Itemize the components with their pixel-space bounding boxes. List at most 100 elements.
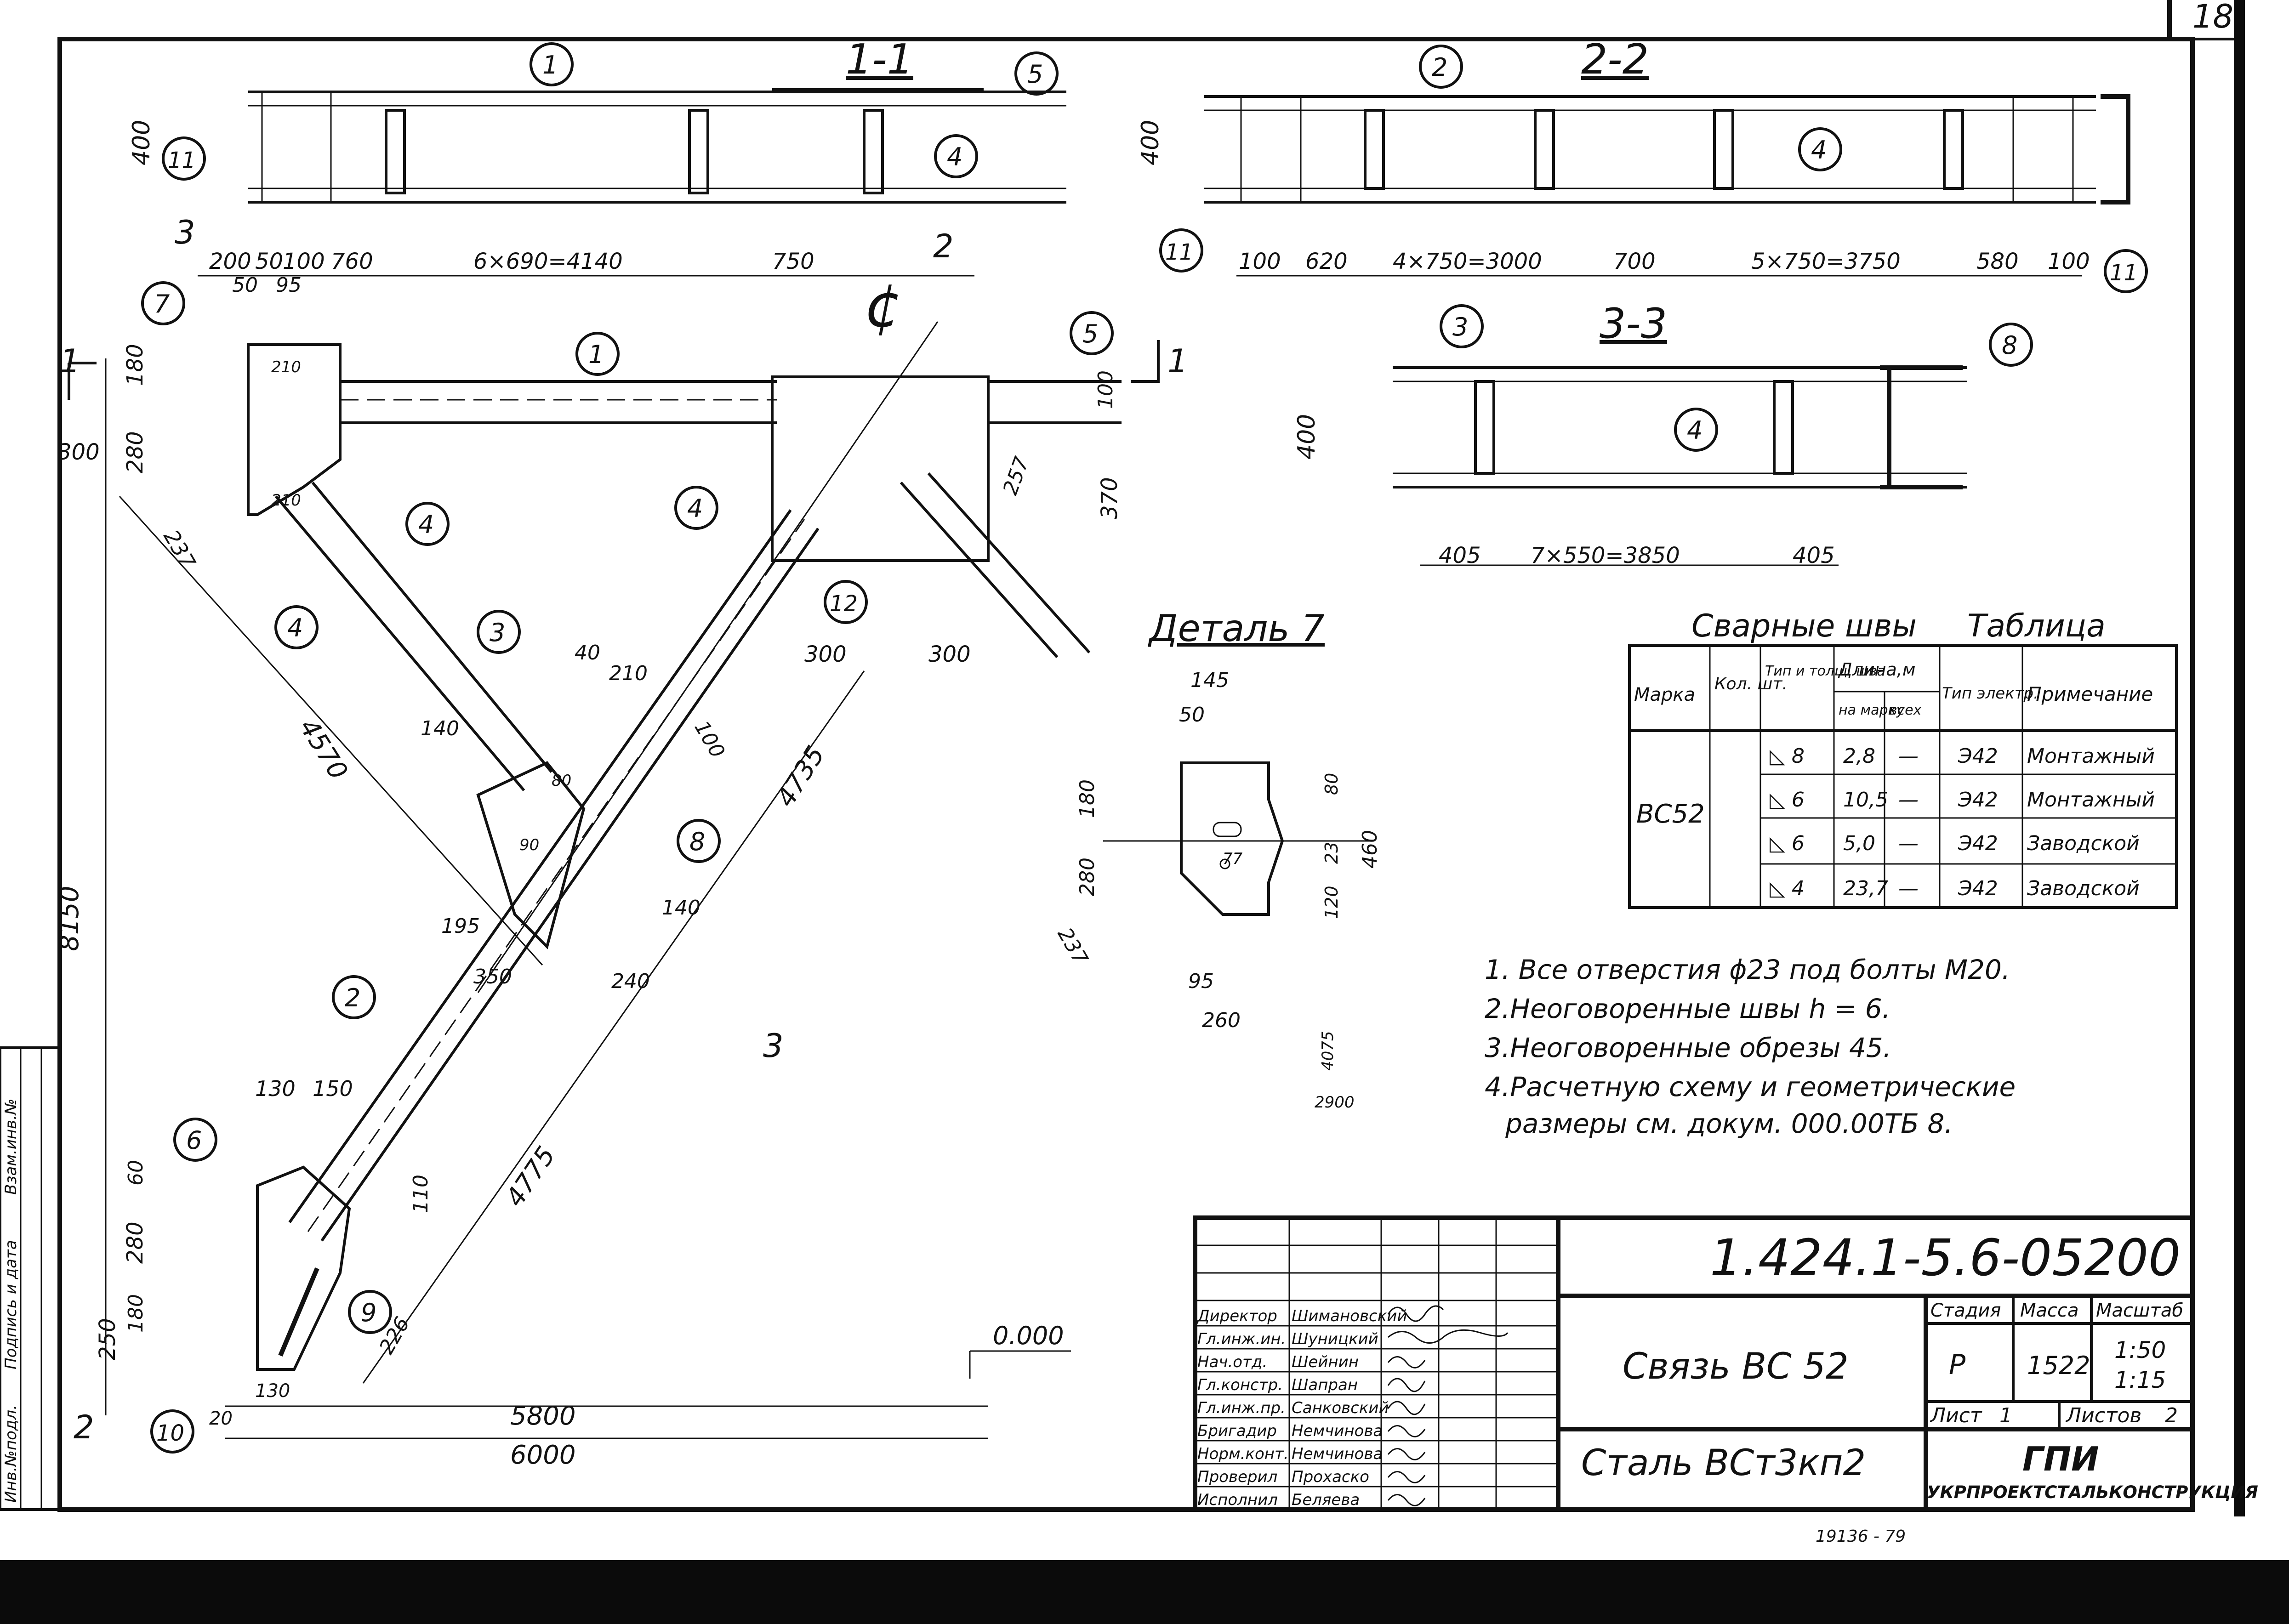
svg-text:12: 12 xyxy=(830,591,858,617)
dim-4735 xyxy=(477,321,939,993)
svg-text:Гл.инж.пр.: Гл.инж.пр. xyxy=(1197,1399,1286,1417)
svg-text:—: — xyxy=(1898,877,1919,900)
callout-6: 6 xyxy=(173,1118,217,1162)
svg-text:3: 3 xyxy=(1452,312,1468,341)
svg-text:5×750=3750: 5×750=3750 xyxy=(1751,249,1901,274)
svg-text:1: 1 xyxy=(1167,342,1188,380)
svg-text:90: 90 xyxy=(519,836,539,854)
svg-text:—: — xyxy=(1898,788,1919,812)
svg-text:300: 300 xyxy=(928,642,971,667)
svg-text:95: 95 xyxy=(276,273,302,297)
svg-text:4075: 4075 xyxy=(1319,1031,1337,1071)
svg-text:Нач.отд.: Нач.отд. xyxy=(1197,1353,1267,1371)
svg-text:Шапран: Шапран xyxy=(1292,1376,1358,1394)
drawing-name: Связь ВС 52 xyxy=(1623,1346,1849,1387)
svg-text:4×750=3000: 4×750=3000 xyxy=(1393,249,1542,274)
svg-text:95: 95 xyxy=(1188,970,1214,993)
material: Сталь ВСт3кп2 xyxy=(1581,1442,1866,1484)
sheet-number: 18 xyxy=(2192,0,2233,35)
svg-text:4735: 4735 xyxy=(771,741,831,812)
svg-text:2.Неоговоренные швы h = 6.: 2.Неоговоренные швы h = 6. xyxy=(1485,993,1890,1024)
svg-text:6×690=4140: 6×690=4140 xyxy=(473,249,623,274)
brace-main-view: 0.000 300 50 95 180 280 237 210 210 8150… xyxy=(55,273,1122,1470)
svg-text:405: 405 xyxy=(1439,543,1481,568)
svg-text:Длина,м: Длина,м xyxy=(1838,659,1916,680)
svg-text:257: 257 xyxy=(998,454,1034,498)
svg-text:210: 210 xyxy=(609,662,648,685)
svg-text:50: 50 xyxy=(232,273,258,297)
svg-text:300: 300 xyxy=(804,642,847,667)
svg-text:620: 620 xyxy=(1305,249,1348,274)
weld-row: ◺ 6 5,0 — Э42 Заводской xyxy=(1770,832,2140,855)
svg-text:1:15: 1:15 xyxy=(2114,1367,2166,1393)
callout-10: 10 xyxy=(150,1409,194,1454)
svg-text:◺ 6: ◺ 6 xyxy=(1770,832,1805,855)
svg-text:80: 80 xyxy=(552,772,571,790)
callout-4f: 4 xyxy=(274,605,319,649)
svg-text:3.Неоговоренные обрезы 45.: 3.Неоговоренные обрезы 45. xyxy=(1485,1032,1891,1063)
signatures xyxy=(1387,1305,1509,1506)
svg-text:4: 4 xyxy=(947,142,962,171)
svg-text:1. Все отверстия ϕ23 под болты: 1. Все отверстия ϕ23 под болты М20. xyxy=(1485,954,2010,985)
callout-11c: 11 xyxy=(2104,249,2148,293)
svg-text:Шимановский: Шимановский xyxy=(1292,1307,1407,1325)
callout-4e: 4 xyxy=(674,486,718,530)
svg-text:2: 2 xyxy=(2165,1404,2178,1427)
svg-text:Тип электр.: Тип электр. xyxy=(1942,684,2038,703)
svg-text:на марку: на марку xyxy=(1839,702,1905,718)
bottom-edge-bar xyxy=(0,1560,2289,1624)
svg-text:0.000: 0.000 xyxy=(993,1321,1064,1350)
svg-text:237: 237 xyxy=(159,526,200,573)
callout-4b: 4 xyxy=(1798,127,1842,171)
svg-text:460: 460 xyxy=(1358,830,1382,869)
dim-4570 xyxy=(119,495,543,966)
svg-text:Листов: Листов xyxy=(2065,1404,2141,1427)
callout-7: 7 xyxy=(141,281,185,325)
svg-text:9: 9 xyxy=(361,1298,376,1327)
stamp-margin: Инв.№подл. Подпись и дата Взам.инв.№ xyxy=(0,1046,61,1511)
svg-text:11: 11 xyxy=(168,148,196,173)
svg-text:10,5: 10,5 xyxy=(1843,788,1888,812)
svg-text:Гл.инж.ин.: Гл.инж.ин. xyxy=(1197,1330,1286,1348)
svg-text:—: — xyxy=(1898,832,1919,855)
doc-code: 1.424.1-5.6-05200 xyxy=(1710,1228,2181,1287)
callout-12: 12 xyxy=(824,580,868,624)
svg-text:100: 100 xyxy=(2048,249,2090,274)
svg-text:5: 5 xyxy=(1027,60,1043,89)
svg-text:—: — xyxy=(1898,744,1919,768)
svg-text:210: 210 xyxy=(271,491,301,510)
callout-11b: 11 xyxy=(1159,228,1203,273)
svg-text:11: 11 xyxy=(1165,239,1193,265)
svg-text:700: 700 xyxy=(1613,249,1656,274)
svg-text:4: 4 xyxy=(1811,136,1827,165)
svg-text:Подпись и дата: Подпись и дата xyxy=(2,1240,20,1369)
svg-text:7×550=3850: 7×550=3850 xyxy=(1531,543,1680,568)
svg-text:1: 1 xyxy=(542,51,558,79)
svg-text:ГПИ: ГПИ xyxy=(2022,1440,2099,1478)
svg-text:100: 100 xyxy=(283,249,325,274)
svg-text:370: 370 xyxy=(1097,477,1122,519)
svg-text:400: 400 xyxy=(1137,120,1164,165)
svg-text:760: 760 xyxy=(331,249,373,274)
svg-text:◺ 8: ◺ 8 xyxy=(1770,744,1805,768)
svg-text:3: 3 xyxy=(763,1027,784,1065)
weld-row: ◺ 8 2,8 — Э42 Монтажный xyxy=(1770,744,2155,768)
svg-text:2: 2 xyxy=(345,983,360,1012)
svg-text:140: 140 xyxy=(421,717,459,740)
svg-text:Деталь 7: Деталь 7 xyxy=(1148,607,1325,650)
svg-text:50: 50 xyxy=(255,249,283,274)
svg-text:40: 40 xyxy=(575,641,600,664)
svg-text:Р: Р xyxy=(1949,1349,1966,1381)
centerline-symbol: ¢ xyxy=(864,271,902,341)
notes: 1. Все отверстия ϕ23 под болты М20. 2.Не… xyxy=(1485,954,2016,1139)
svg-text:280: 280 xyxy=(122,431,148,473)
svg-text:60: 60 xyxy=(124,1160,148,1186)
svg-text:Немчинова: Немчинова xyxy=(1292,1422,1383,1440)
svg-text:5800: 5800 xyxy=(510,1401,576,1431)
svg-text:50: 50 xyxy=(1179,703,1205,727)
svg-text:3-3: 3-3 xyxy=(1600,300,1667,348)
svg-text:◺ 6: ◺ 6 xyxy=(1770,788,1805,812)
svg-text:180: 180 xyxy=(124,1294,148,1333)
